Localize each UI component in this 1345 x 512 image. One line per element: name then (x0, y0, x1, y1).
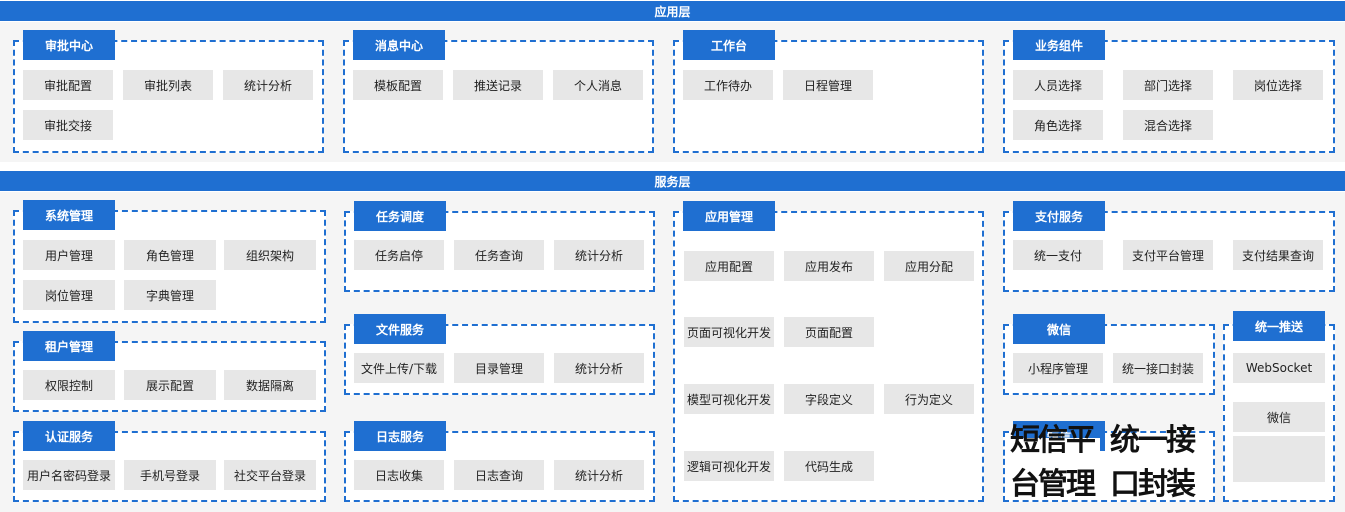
tenant-mgmt-title: 租户管理 (23, 331, 115, 361)
file-service-title: 文件服务 (354, 314, 446, 344)
code-gen-item[interactable]: 代码生成 (784, 451, 874, 481)
task-schedule-title: 任务调度 (354, 201, 446, 231)
dict-mgmt-item[interactable]: 字典管理 (124, 280, 216, 310)
websocket-item[interactable]: WebSocket (1233, 353, 1325, 383)
sms-api-item[interactable]: 统一接口封装 (1110, 423, 1204, 502)
pay-result-item[interactable]: 支付结果查询 (1233, 240, 1323, 270)
mini-program-item[interactable]: 小程序管理 (1013, 353, 1103, 383)
page-config-item[interactable]: 页面配置 (784, 317, 874, 347)
log-stats-item[interactable]: 统计分析 (554, 460, 644, 490)
log-query-item[interactable]: 日志查询 (454, 460, 544, 490)
app-publish-item[interactable]: 应用发布 (784, 251, 874, 281)
task-query-item[interactable]: 任务查询 (454, 240, 544, 270)
wechat-api-item[interactable]: 统一接口封装 (1113, 353, 1203, 383)
service-layer-title: 服务层 (654, 174, 691, 189)
role-mgmt-item[interactable]: 角色管理 (124, 240, 216, 270)
app-config-item[interactable]: 应用配置 (684, 251, 774, 281)
post-select-item[interactable]: 岗位选择 (1233, 70, 1323, 100)
approval-config-item[interactable]: 审批配置 (23, 70, 113, 100)
mixed-select-item[interactable]: 混合选择 (1123, 110, 1213, 140)
push-wechat-item[interactable]: 微信 (1233, 402, 1325, 432)
dept-select-item[interactable]: 部门选择 (1123, 70, 1213, 100)
personal-message-item[interactable]: 个人消息 (553, 70, 643, 100)
file-upload-item[interactable]: 文件上传/下载 (354, 353, 444, 383)
password-login-item[interactable]: 用户名密码登录 (23, 460, 115, 490)
log-collect-item[interactable]: 日志收集 (354, 460, 444, 490)
unified-push-title: 统一推送 (1233, 311, 1325, 341)
approval-list-item[interactable]: 审批列表 (123, 70, 213, 100)
logic-visual-dev-item[interactable]: 逻辑可视化开发 (684, 451, 774, 481)
auth-service-title: 认证服务 (23, 421, 115, 451)
dir-mgmt-item[interactable]: 目录管理 (454, 353, 544, 383)
task-stats-item[interactable]: 统计分析 (554, 240, 644, 270)
permission-control-item[interactable]: 权限控制 (23, 370, 115, 400)
pay-platform-item[interactable]: 支付平台管理 (1123, 240, 1213, 270)
message-center-title: 消息中心 (353, 30, 445, 60)
biz-components-title: 业务组件 (1013, 30, 1105, 60)
field-define-item[interactable]: 字段定义 (784, 384, 874, 414)
data-isolation-item[interactable]: 数据隔离 (224, 370, 316, 400)
app-layer-title: 应用层 (654, 4, 691, 19)
post-mgmt-item[interactable]: 岗位管理 (23, 280, 115, 310)
file-stats-item[interactable]: 统计分析 (554, 353, 644, 383)
person-select-item[interactable]: 人员选择 (1013, 70, 1103, 100)
user-mgmt-item[interactable]: 用户管理 (23, 240, 115, 270)
sms-platform-item[interactable]: 短信平台管理 (1010, 423, 1100, 502)
approval-center-title: 审批中心 (23, 30, 115, 60)
org-structure-item[interactable]: 组织架构 (224, 240, 316, 270)
role-select-item[interactable]: 角色选择 (1013, 110, 1103, 140)
app-mgmt-title: 应用管理 (683, 201, 775, 231)
phone-login-item[interactable]: 手机号登录 (124, 460, 216, 490)
behavior-define-item[interactable]: 行为定义 (884, 384, 974, 414)
template-config-item[interactable]: 模板配置 (353, 70, 443, 100)
page-visual-dev-item[interactable]: 页面可视化开发 (684, 317, 774, 347)
schedule-item[interactable]: 日程管理 (783, 70, 873, 100)
wechat-title: 微信 (1013, 314, 1105, 344)
system-mgmt-title: 系统管理 (23, 200, 115, 230)
payment-service-title: 支付服务 (1013, 201, 1105, 231)
app-layer-bar: 应用层 (0, 1, 1345, 21)
approval-stats-item[interactable]: 统计分析 (223, 70, 313, 100)
push-blank-block (1233, 436, 1325, 482)
model-visual-dev-item[interactable]: 模型可视化开发 (684, 384, 774, 414)
approval-handover-item[interactable]: 审批交接 (23, 110, 113, 140)
social-login-item[interactable]: 社交平台登录 (224, 460, 316, 490)
workbench-title: 工作台 (683, 30, 775, 60)
task-startstop-item[interactable]: 任务启停 (354, 240, 444, 270)
app-assign-item[interactable]: 应用分配 (884, 251, 974, 281)
log-service-title: 日志服务 (354, 421, 446, 451)
unified-pay-item[interactable]: 统一支付 (1013, 240, 1103, 270)
service-layer-bar: 服务层 (0, 171, 1345, 191)
display-config-item[interactable]: 展示配置 (124, 370, 216, 400)
work-todo-item[interactable]: 工作待办 (683, 70, 773, 100)
push-record-item[interactable]: 推送记录 (453, 70, 543, 100)
